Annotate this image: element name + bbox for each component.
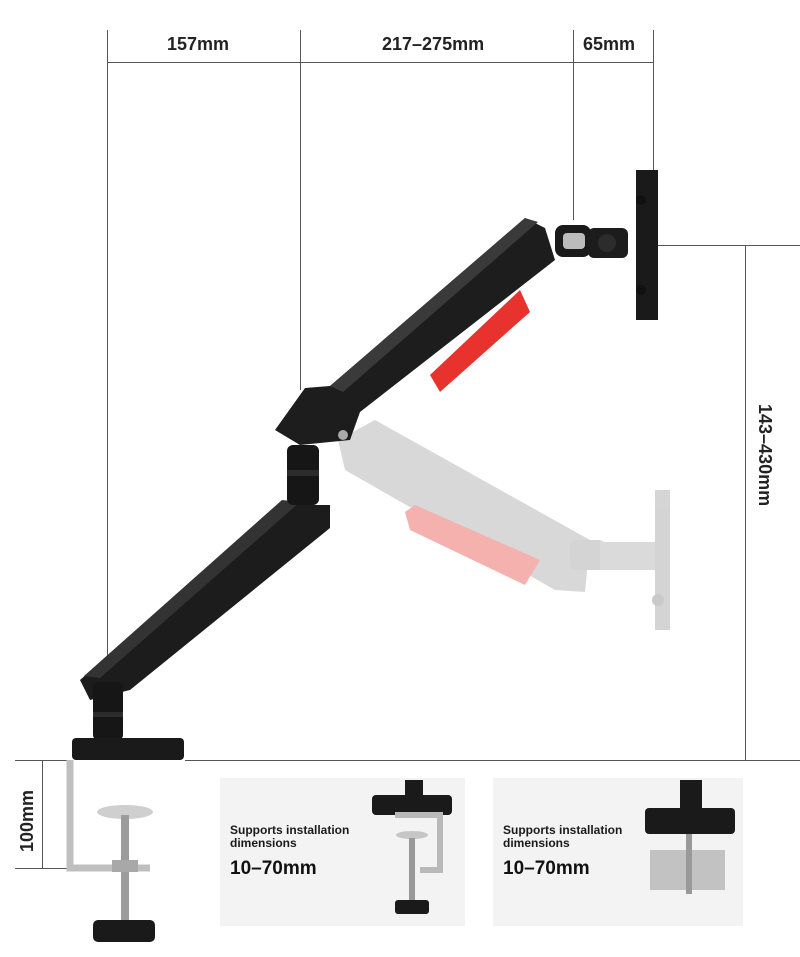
red-accent-strip (430, 290, 530, 392)
reach-base-label: 157mm (167, 34, 230, 54)
clamp-depth-label: 100mm (17, 789, 37, 852)
panel-2-title: Supports installation dimensions (503, 823, 623, 850)
lower-arm (80, 500, 330, 700)
clamp-bottom-line (15, 868, 70, 869)
reach-dimension-line (107, 62, 654, 63)
clamp-illustration-2 (645, 780, 735, 894)
panel-1-title: Supports installation dimensions (230, 823, 350, 850)
base-pole (72, 682, 184, 760)
height-dimension-line (745, 245, 746, 760)
height-range-label: 143–430mm (755, 404, 775, 507)
panel-2-range: 10–70mm (503, 858, 590, 879)
elbow-joint (287, 445, 319, 505)
reach-head-label: 65mm (583, 34, 636, 54)
reach-arm-label: 217–275mm (382, 34, 485, 54)
upper-arm (275, 218, 555, 445)
guide-line-head (573, 30, 574, 220)
clamp-illustration-1 (372, 780, 452, 914)
height-top-line (655, 245, 800, 246)
height-bottom-line (185, 760, 800, 761)
guide-line-left (107, 30, 108, 680)
guide-line-elbow (300, 30, 301, 390)
desk-clamp (66, 760, 155, 942)
tilt-head (555, 170, 658, 320)
clamp-dimension-line (42, 760, 43, 868)
panel-1-range: 10–70mm (230, 858, 317, 879)
guide-line-right (653, 30, 654, 170)
ghost-lowered-arm (338, 420, 670, 630)
